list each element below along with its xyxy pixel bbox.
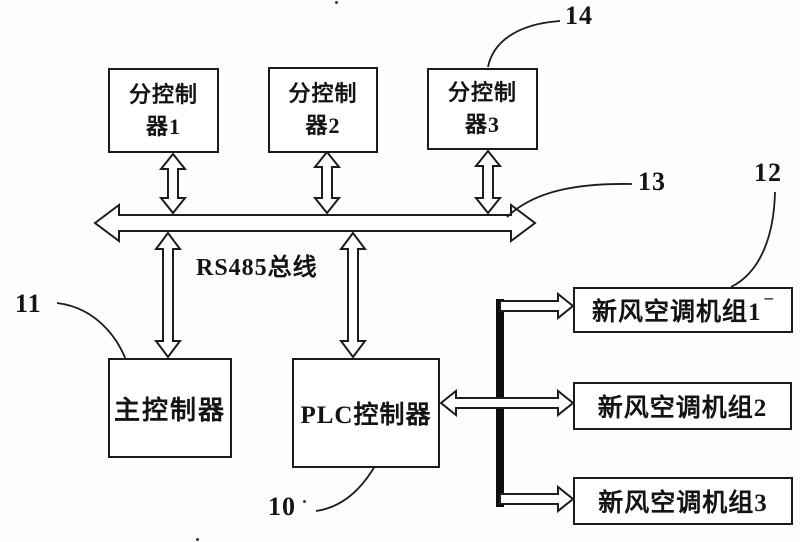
box-sub-controller-3: 分控制 器3 — [427, 68, 538, 150]
box-plc-controller: PLC控制器 — [292, 358, 440, 468]
air-unit-2-label: 新风空调机组2 — [597, 395, 768, 422]
sub-controller-1-label: 分控制 器1 — [128, 81, 198, 139]
scan-artifact-dash: ¯ — [764, 295, 774, 315]
air-unit-3-label: 新风空调机组3 — [598, 490, 768, 517]
ref-number-10: 10 — [268, 492, 296, 521]
arrow-branch-unit3 — [499, 484, 575, 514]
arrow-branch-unit1 — [499, 291, 575, 321]
arrow-plc-unit2 — [439, 388, 575, 418]
box-air-unit-2: 新风空调机组2 — [573, 382, 792, 430]
sub-controller-2-label: 分控制 器2 — [288, 81, 358, 138]
scan-speck — [196, 538, 199, 541]
scan-speck — [303, 500, 306, 503]
box-air-unit-3: 新风空调机组3 — [573, 477, 793, 525]
plc-controller-label: PLC控制器 — [300, 402, 432, 429]
box-sub-controller-1: 分控制 器1 — [108, 68, 219, 153]
bus-arrow — [93, 203, 537, 243]
ref-number-12: 12 — [754, 158, 782, 187]
main-controller-label: 主控制器 — [113, 395, 226, 425]
bus-label: RS485总线 — [196, 255, 318, 281]
arrow-sub3-bus — [473, 149, 503, 215]
ref-number-11: 11 — [15, 289, 42, 318]
leader-line-12 — [730, 191, 776, 288]
arrow-bus-plc — [339, 231, 367, 359]
ref-number-14: 14 — [565, 1, 593, 30]
box-air-unit-1: 新风空调机组1¯ — [573, 287, 793, 333]
ref-number-13: 13 — [638, 167, 666, 196]
arrow-bus-main — [154, 231, 182, 359]
arrow-sub2-bus — [312, 150, 342, 215]
sub-controller-3-label: 分控制 器3 — [447, 80, 517, 137]
scan-speck — [335, 1, 338, 4]
arrow-sub1-bus — [158, 152, 188, 215]
leader-line-13 — [506, 183, 633, 218]
box-main-controller: 主控制器 — [108, 358, 232, 458]
leader-line-14 — [487, 20, 561, 68]
air-unit-1-label: 新风空调机组1¯ — [591, 295, 774, 326]
box-sub-controller-2: 分控制 器2 — [268, 67, 378, 153]
